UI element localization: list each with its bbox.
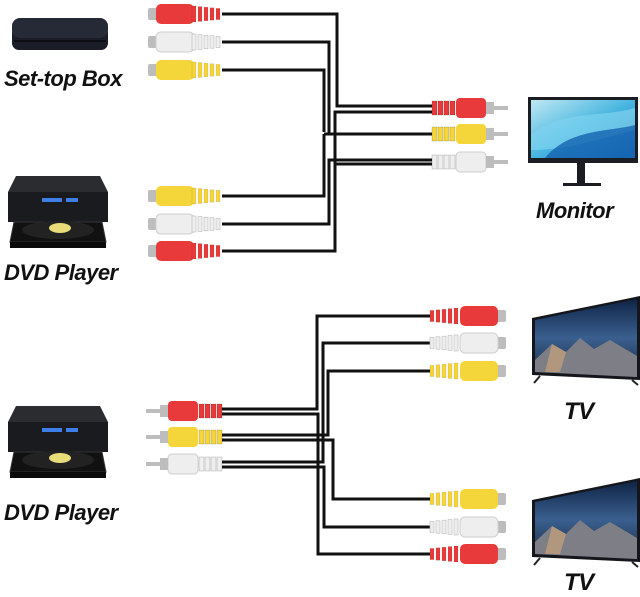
rca-female-yellow-connector bbox=[148, 186, 221, 206]
wire-dvd2-red-b bbox=[222, 412, 432, 556]
wire-dvd2-white-a bbox=[222, 341, 432, 464]
wire-dvd1-yellow bbox=[222, 134, 326, 198]
tv-icon bbox=[532, 478, 640, 568]
dvd-player-label: DVD Player bbox=[4, 500, 118, 525]
rca-female-white-connector bbox=[148, 31, 221, 53]
connectors bbox=[146, 4, 508, 564]
rca-female-yellow-connector bbox=[148, 60, 221, 80]
tv-label: TV bbox=[564, 569, 594, 596]
wires-top bbox=[222, 12, 432, 253]
rca-female-red-connector bbox=[148, 241, 221, 261]
wire-settop-white bbox=[222, 40, 432, 136]
dvd-player-icon bbox=[8, 406, 108, 478]
tv-icon bbox=[532, 296, 640, 386]
rca-male-red-connector bbox=[146, 401, 223, 421]
set-top-box-label: Set-top Box bbox=[4, 66, 122, 91]
wire-dvd2-yellow-b bbox=[222, 438, 432, 501]
wire-dvd2-yellow-a bbox=[222, 369, 432, 437]
rca-male-white-connector bbox=[146, 453, 223, 475]
wire-dvd1-red bbox=[222, 110, 432, 253]
wire-settop-yellow bbox=[222, 68, 326, 132]
rca-female-white-connector bbox=[429, 516, 506, 538]
set-top-box-icon bbox=[12, 18, 108, 50]
wire-dvd2-white-b bbox=[222, 465, 432, 529]
wire-dvd2-red-a bbox=[222, 314, 432, 411]
rca-female-yellow-connector bbox=[429, 361, 506, 381]
monitor-icon bbox=[528, 97, 638, 186]
rca-female-white-connector bbox=[148, 213, 221, 235]
rca-female-red-connector bbox=[429, 306, 506, 326]
rca-male-white-connector bbox=[431, 151, 508, 173]
dvd-player-icon bbox=[8, 176, 108, 248]
wire-dvd1-white bbox=[222, 158, 432, 226]
rca-female-red-connector bbox=[429, 544, 506, 564]
rca-male-red-connector bbox=[431, 98, 508, 118]
rca-male-yellow-connector bbox=[431, 124, 508, 144]
dvd-player-label: DVD Player bbox=[4, 260, 118, 285]
tv-label: TV bbox=[564, 398, 594, 425]
rca-female-red-connector bbox=[148, 4, 221, 24]
rca-female-yellow-connector bbox=[429, 489, 506, 509]
wire-settop-red bbox=[222, 12, 432, 108]
monitor-label: Monitor bbox=[536, 198, 614, 223]
wires-bottom bbox=[222, 314, 432, 556]
rca-male-yellow-connector bbox=[146, 427, 223, 447]
rca-female-white-connector bbox=[429, 332, 506, 354]
